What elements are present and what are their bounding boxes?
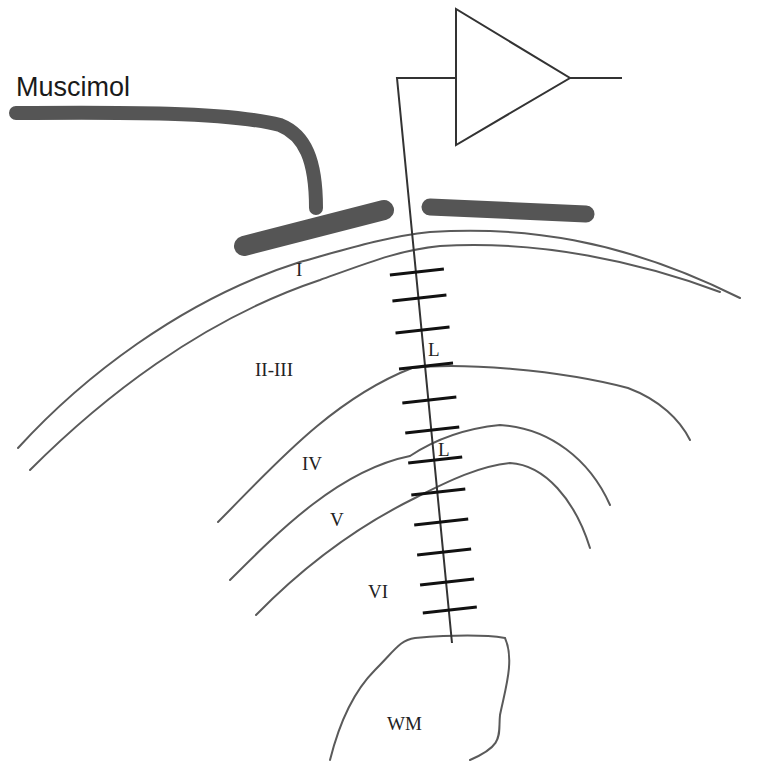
recording-site-tick: [390, 269, 444, 275]
muscimol-bar-right: [430, 207, 586, 214]
recording-site-tick: [414, 519, 468, 525]
region-label: WM: [387, 714, 422, 733]
amplifier-symbol: [456, 9, 570, 145]
layer-IV-boundary: [230, 425, 610, 580]
recording-site-tick: [392, 295, 446, 301]
layer-label: VI: [368, 582, 388, 601]
pipette-tube: [16, 113, 316, 208]
layer-III-boundary: [218, 366, 690, 522]
recording-site-tick: [405, 427, 459, 433]
recording-site-tick: [402, 397, 456, 403]
recording-site-tick: [399, 363, 453, 369]
recording-site-tick: [417, 549, 471, 555]
electrode-marker: L: [438, 440, 450, 459]
layer-label: II-III: [255, 360, 293, 379]
cortical-surface: [18, 231, 740, 448]
electrode-shaft: [397, 78, 456, 643]
recording-site-tick: [420, 579, 474, 585]
white-matter-outline: [330, 636, 509, 760]
electrode-marker: L: [428, 340, 440, 359]
recording-electrode: [397, 9, 622, 643]
recording-site-tick: [396, 327, 450, 333]
amplifier-output: [570, 77, 622, 79]
recording-site-tick: [408, 457, 462, 463]
layer-label: I: [296, 260, 302, 279]
muscimol-pipette: [16, 113, 586, 246]
recording-site-tick: [411, 489, 465, 495]
muscimol-bar-left: [244, 210, 384, 246]
layer-label: V: [330, 510, 344, 529]
recording-site-tick: [423, 607, 477, 613]
drug-label: Muscimol: [16, 74, 130, 101]
layer-I-boundary: [30, 245, 720, 470]
layer-label: IV: [302, 454, 322, 473]
layer-boundaries: [18, 231, 740, 760]
recording-sites: [390, 269, 477, 613]
layer-V-boundary: [256, 463, 590, 615]
